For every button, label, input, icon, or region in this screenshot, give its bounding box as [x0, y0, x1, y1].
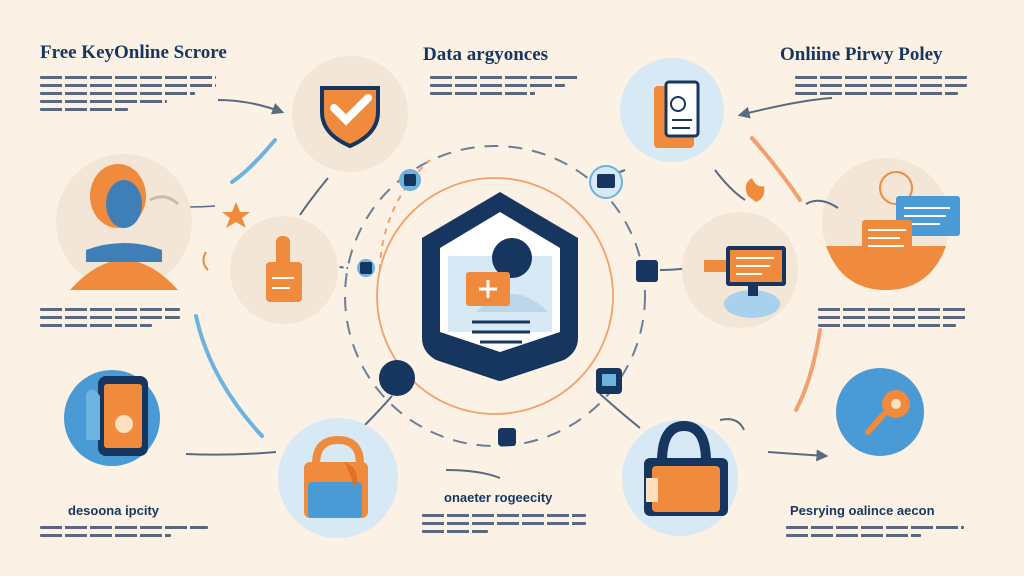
text-block-top-left: [40, 76, 216, 116]
text-block-bottom-right: [786, 526, 964, 542]
heading-top-center: Data argyonces: [423, 44, 549, 65]
smartphone-icon: [64, 370, 160, 466]
small-node-chat: [399, 169, 421, 191]
heading-top-left: Free KeyOnline Scrore: [40, 42, 227, 63]
navy-dot-node: [379, 360, 415, 396]
small-node-tag: [636, 260, 658, 282]
star-icon: [222, 202, 250, 228]
house-shield-profile-icon: [422, 192, 578, 381]
id-document-icon: [620, 58, 724, 162]
padlock-icon: [622, 418, 745, 536]
computer-monitor-icon: [682, 212, 798, 328]
text-block-bottom-left: [40, 526, 208, 542]
flame-icon: [745, 178, 765, 202]
orbit-rings: [344, 145, 646, 447]
text-block-right-mid: [818, 308, 968, 332]
small-node-doc: [589, 165, 623, 199]
small-node-chip: [596, 368, 622, 394]
small-node-lock-mini: [498, 428, 516, 446]
text-block-top-right: [795, 76, 967, 100]
heading-top-right: Onliine Pirwy Poley: [780, 44, 943, 65]
heading-bottom-right: Pesrying oalince aecon: [790, 503, 935, 518]
browser-window-icon: [805, 158, 960, 290]
small-node-link: [357, 259, 375, 277]
connector-lines: [159, 97, 833, 479]
text-block-bottom-center: [422, 514, 586, 538]
shield-check-icon: [292, 56, 408, 172]
text-block-left-mid: [40, 308, 180, 332]
heading-bottom-center: onaeter rogeecity: [444, 490, 553, 505]
heading-bottom-left: desoona ipcity: [68, 503, 160, 518]
key-icon: [836, 368, 924, 456]
hand-raise-icon: [230, 216, 338, 324]
shopping-bag-icon: [278, 418, 398, 538]
person-avatar-icon: [56, 154, 192, 290]
text-block-top-center: [430, 76, 580, 100]
